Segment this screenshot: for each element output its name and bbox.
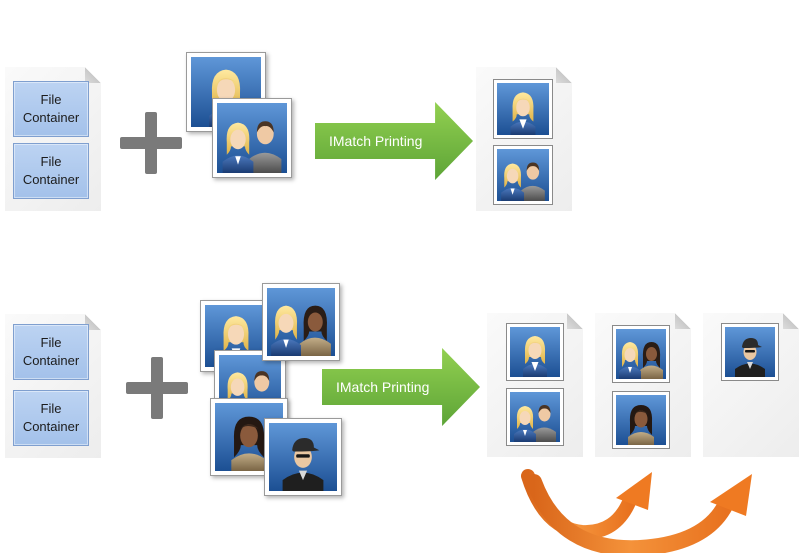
printed-page [487, 313, 583, 457]
printed-page [476, 67, 572, 211]
imatch-printing-arrow: IMatch Printing [322, 348, 480, 426]
page-fold-corner [567, 313, 583, 329]
source-document-page: File Container File Container [5, 314, 101, 458]
woman-portrait-icon [493, 79, 553, 139]
file-container-box: File Container [13, 81, 89, 137]
imatch-printing-arrow: IMatch Printing [315, 102, 473, 180]
plus-icon [120, 112, 182, 174]
file-container-label-line2: Container [22, 172, 80, 187]
file-container-label-line1: File [40, 401, 62, 416]
file-container-label-line1: File [40, 335, 62, 350]
plus-icon [126, 357, 188, 419]
arrow-label: IMatch Printing [329, 133, 423, 149]
woman-portrait-icon [506, 323, 564, 381]
page-fold-corner [783, 313, 799, 329]
file-container-label-line2: Container [22, 110, 80, 125]
file-container-label-line2: Container [22, 353, 80, 368]
couple-portrait-icon [493, 145, 553, 205]
page-fold-corner [556, 67, 572, 83]
orange-curve-arrow-large [526, 474, 752, 553]
couple-portrait-icon [212, 98, 292, 178]
man-with-cap-portrait-icon [264, 418, 342, 496]
source-document-page: File Container File Container [5, 67, 101, 211]
printed-page [703, 313, 799, 457]
file-container-label-line1: File [40, 92, 62, 107]
file-container-box: File Container [13, 324, 89, 380]
printed-page [595, 313, 691, 457]
dark-hair-woman-portrait-icon [612, 391, 670, 449]
file-container-label-line1: File [40, 154, 62, 169]
file-container-label-line2: Container [22, 419, 80, 434]
page-fold-corner [675, 313, 691, 329]
file-container-box: File Container [13, 143, 89, 199]
two-women-portrait-icon [262, 283, 340, 361]
page-flow-curves [521, 469, 752, 553]
couple-portrait-icon [506, 388, 564, 446]
two-women-portrait-icon [612, 325, 670, 383]
file-container-box: File Container [13, 390, 89, 446]
man-with-cap-portrait-icon [721, 323, 779, 381]
arrow-label: IMatch Printing [336, 379, 430, 395]
